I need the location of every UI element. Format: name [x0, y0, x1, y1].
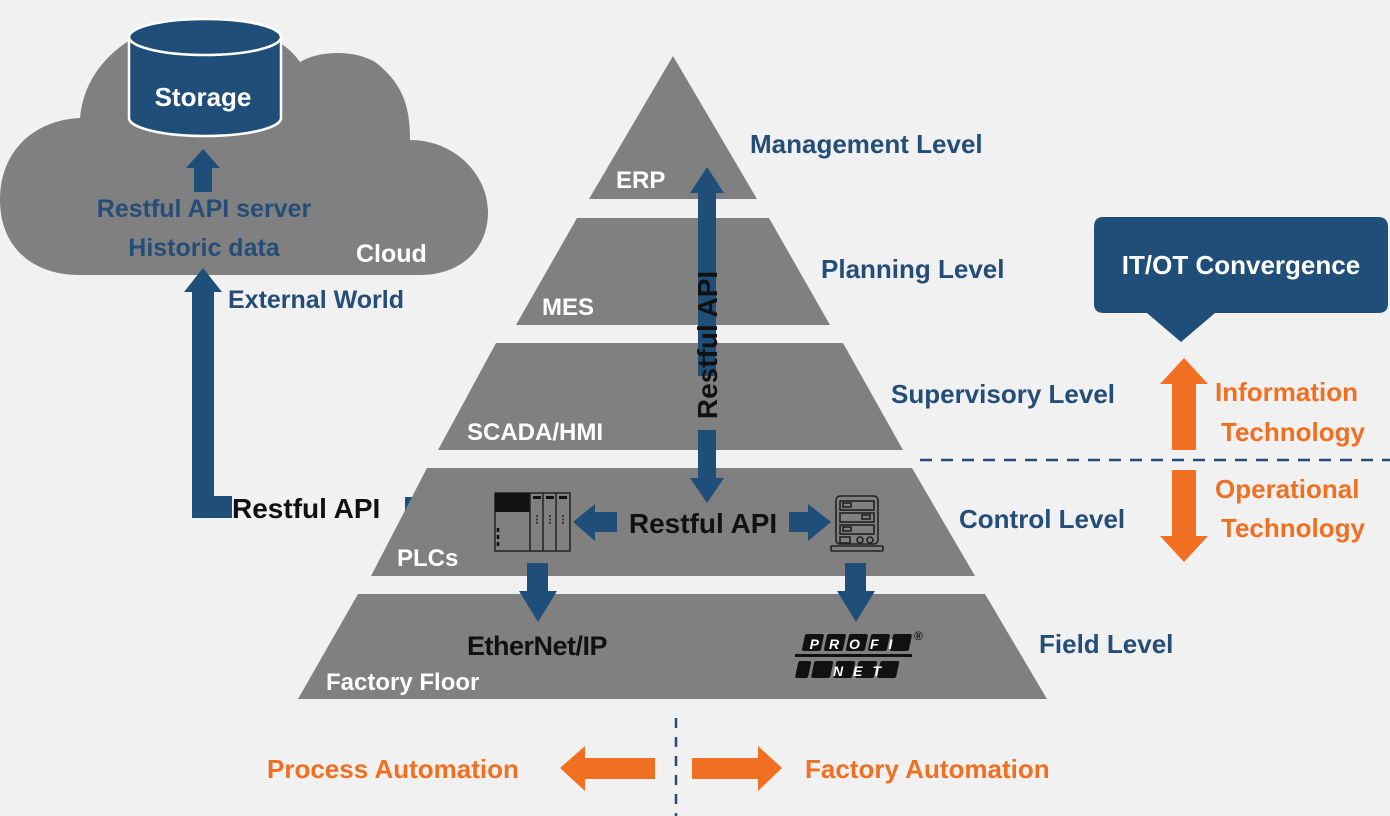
- process-automation-label: Process Automation: [267, 754, 519, 784]
- arrow-down-to-profinet: [837, 563, 875, 622]
- tier-system-plcs: PLCs: [397, 545, 458, 572]
- profinet-registered-mark: ®: [914, 629, 923, 643]
- control-api-arrow: [573, 504, 831, 541]
- vertical-api-arrow: [690, 167, 724, 503]
- it-ot-convergence-label: IT/OT Convergence: [1122, 250, 1360, 280]
- server-rack-icon: [830, 495, 884, 552]
- level-label-field: Field Level: [1039, 629, 1173, 659]
- external-connector-arrow: [184, 268, 232, 518]
- historic-data-label: Historic data: [128, 234, 281, 262]
- profinet-bottom-label: NET: [833, 663, 891, 679]
- storage-label: Storage: [155, 82, 252, 112]
- external-restful-api-label: Restful API: [232, 493, 380, 524]
- ot-label-line1: Operational: [1215, 474, 1359, 504]
- level-label-planning: Planning Level: [821, 254, 1005, 284]
- it-ot-convergence-callout: [1094, 217, 1388, 342]
- factory-automation-label: Factory Automation: [805, 754, 1050, 784]
- vertical-restful-api-label: Restful API: [692, 271, 723, 419]
- level-label-management: Management Level: [750, 129, 983, 159]
- cloud-label: Cloud: [356, 240, 427, 268]
- tier-management: [589, 56, 757, 199]
- tier-system-erp: ERP: [616, 167, 665, 194]
- profinet-logo: [795, 634, 912, 678]
- ethernet-ip-logo: EtherNet/IP: [467, 631, 608, 661]
- tier-system-mes: MES: [542, 294, 594, 321]
- it-label-line2: Technology: [1221, 417, 1366, 447]
- tier-planning: [516, 218, 830, 325]
- ot-label-line2: Technology: [1221, 513, 1366, 543]
- cloud-shape: [0, 21, 488, 275]
- storage-database-icon: [127, 17, 283, 138]
- it-label-line1: Information: [1215, 377, 1358, 407]
- arrow-right-factory-icon: [692, 746, 782, 791]
- tier-system-scada-hmi: SCADA/HMI: [467, 419, 603, 446]
- tier-supervisory: [438, 343, 903, 450]
- tier-system-factory-floor: Factory Floor: [326, 669, 479, 696]
- level-label-supervisory: Supervisory Level: [891, 379, 1115, 409]
- restful-api-server-label: Restful API server: [97, 195, 312, 223]
- arrow-up-to-storage-icon: [186, 149, 220, 192]
- external-world-label: External World: [228, 286, 404, 314]
- plc-rack-icon: [494, 492, 571, 552]
- arrow-down-to-ethernet-ip: [519, 563, 557, 622]
- arrow-left-process-icon: [560, 746, 655, 791]
- arrow-down-ot-icon: [1160, 470, 1208, 562]
- level-label-control: Control Level: [959, 504, 1125, 534]
- cloud-group: [0, 21, 488, 275]
- control-restful-api-label: Restful API: [629, 508, 777, 539]
- arrow-up-it-icon: [1160, 358, 1208, 450]
- profinet-top-label: PROFI: [810, 636, 903, 652]
